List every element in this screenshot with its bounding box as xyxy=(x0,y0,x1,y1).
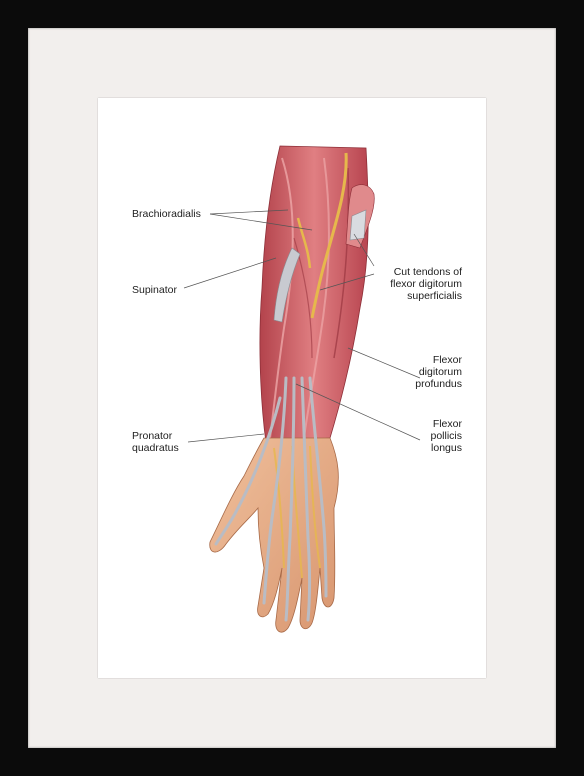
label-supinator: Supinator xyxy=(132,284,177,296)
label-flexor-pollicis-longus: Flexor pollicis longus xyxy=(430,418,462,454)
leader-lines xyxy=(183,209,421,443)
supinator-band xyxy=(273,247,301,323)
label-pronator-quadratus: Pronator quadratus xyxy=(132,430,179,454)
label-cut-tendons: Cut tendons of flexor digitorum superfic… xyxy=(390,266,462,302)
forearm-muscles xyxy=(259,145,369,444)
label-brachioradialis: Brachioradialis xyxy=(132,208,201,220)
vessels xyxy=(296,152,348,319)
anatomy-print: Brachioradialis Supinator Pronator quadr… xyxy=(98,98,486,678)
forearm-illustration xyxy=(183,145,421,633)
flexor-tendons xyxy=(214,376,328,622)
cut-tendons-flap xyxy=(345,184,375,249)
label-flexor-digitorum-profundus: Flexor digitorum profundus xyxy=(415,354,462,390)
